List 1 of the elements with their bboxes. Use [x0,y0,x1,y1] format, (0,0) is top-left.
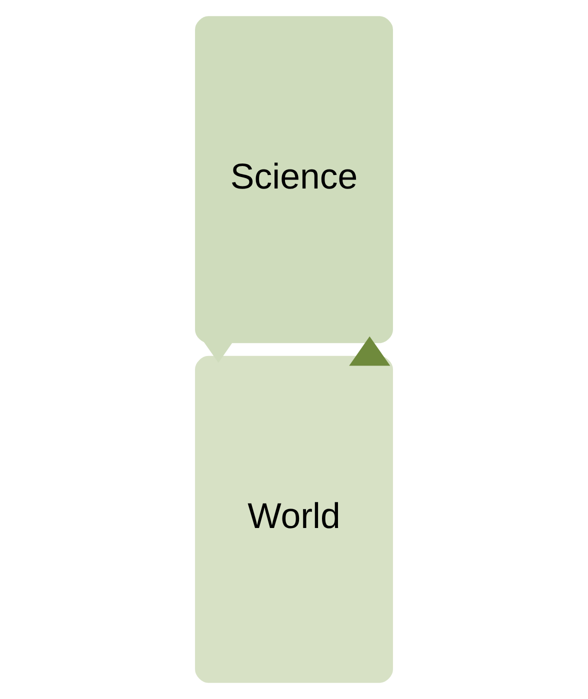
arrow [349,336,390,366]
